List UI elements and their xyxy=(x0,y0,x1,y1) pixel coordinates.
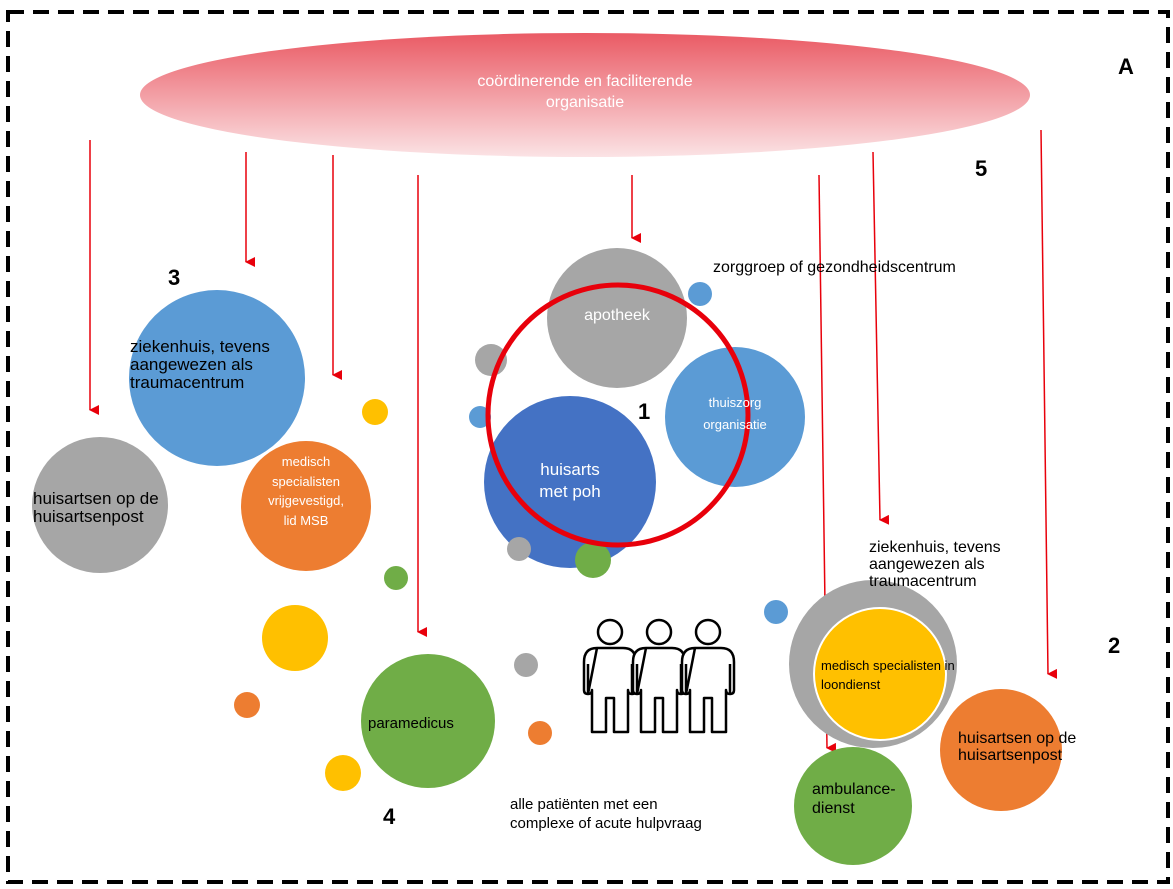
arrow-to-hospital-right xyxy=(872,151,890,525)
number-4: 4 xyxy=(383,804,396,829)
paramedic-circle xyxy=(361,654,495,788)
hospital-right-line1: ziekenhuis, tevens xyxy=(869,539,1001,556)
home-care-circle xyxy=(665,347,805,487)
gp-post-right-circle xyxy=(940,689,1062,811)
coordinating-org-line2: organisatie xyxy=(545,93,625,111)
gp-post-left-line2: huisartsenpost xyxy=(33,506,144,526)
ambulance-line1: ambulance- xyxy=(812,781,896,798)
gp-post-left-line1: huisartsen op de xyxy=(33,489,159,508)
specialists-independent-line4: lid MSB xyxy=(283,512,329,528)
home-care-label: thuiszorg organisatie xyxy=(675,396,795,431)
dashed-border xyxy=(6,10,1170,884)
hospital-left-label: ziekenhuis, tevens aangewezen als trauma… xyxy=(130,338,270,392)
gp-post-left-circle xyxy=(32,437,168,573)
hospital-left-line3: traumacentrum xyxy=(130,372,245,392)
home-care-line2: organisatie xyxy=(703,416,767,432)
ambulance-circle xyxy=(794,747,912,865)
hospital-right-label: ziekenhuis, tevens aangewezen als trauma… xyxy=(869,539,1001,590)
home-care-line1: thuiszorg xyxy=(708,395,762,410)
small-blue-dot xyxy=(764,600,788,624)
specialists-salaried-line1: medisch specialisten in xyxy=(821,658,955,673)
specialists-independent-line3: vrijgevestigd, xyxy=(268,493,344,508)
specialists-salaried-circle xyxy=(813,607,947,741)
small-orange-dot xyxy=(528,721,552,745)
patients-line2: complexe of acute hulpvraag xyxy=(510,814,702,832)
hospital-right-line3: traumacentrum xyxy=(869,572,977,590)
number-5: 5 xyxy=(975,156,988,181)
care-group-label: zorggroep of gezondheidscentrum xyxy=(713,259,956,276)
gp-post-right-line1: huisartsen op de xyxy=(958,730,1077,747)
small-orange-dot xyxy=(234,692,260,718)
small-green-dot xyxy=(384,566,408,590)
small-green-dot xyxy=(575,542,611,578)
number-2: 2 xyxy=(1108,633,1121,658)
gp-label: huisarts met poh xyxy=(510,461,630,501)
specialists-salaried-line2: loondienst xyxy=(821,676,881,692)
small-yellow-dot xyxy=(362,399,388,425)
coordinating-org-line1: coördinerende en faciliterende xyxy=(477,73,693,90)
specialists-independent-label: medisch specialisten vrijgevestigd, lid … xyxy=(246,452,366,530)
gp-circle xyxy=(484,396,656,568)
paramedic-label: paramedicus xyxy=(368,715,454,732)
small-grey-dot xyxy=(507,537,531,561)
patients-label: alle patiënten met een complexe of acute… xyxy=(510,796,702,834)
patients-line1: alle patiënten met een xyxy=(510,796,658,813)
gp-post-left-label: huisartsen op de huisartsenpost xyxy=(33,490,159,526)
care-group-ring xyxy=(485,282,751,548)
pharmacy-circle xyxy=(547,248,687,388)
gp-line2: met poh xyxy=(539,481,601,501)
coordinating-organisation-ellipse xyxy=(140,33,1030,157)
specialists-independent-line2: specialisten xyxy=(272,473,340,489)
patients-icon xyxy=(582,618,736,734)
coordinating-org-label: coördinerende en faciliterende organisat… xyxy=(385,73,785,112)
pharmacy-label: apotheek xyxy=(584,307,650,324)
hospital-right-line2: aangewezen als xyxy=(869,555,985,573)
gp-line1: huisarts xyxy=(540,460,600,479)
small-yellow-dot xyxy=(325,755,361,791)
small-blue-dot xyxy=(469,406,491,428)
gp-post-right-line2: huisartsenpost xyxy=(958,746,1063,764)
ambulance-line2: dienst xyxy=(812,800,855,818)
specialists-salaried-label: medisch specialisten in loondienst xyxy=(821,657,955,695)
number-3: 3 xyxy=(168,265,181,290)
small-blue-dot xyxy=(688,282,712,306)
number-1: 1 xyxy=(638,399,651,424)
hospital-left-circle xyxy=(129,290,305,466)
section-marker: A xyxy=(1118,54,1134,79)
hospital-left-line2: aangewezen als xyxy=(130,354,253,374)
small-grey-dot xyxy=(514,653,538,677)
specialists-independent-line1: medisch xyxy=(281,454,331,469)
gp-post-right-label: huisartsen op de huisartsenpost xyxy=(958,730,1077,765)
specialists-independent-circle xyxy=(241,441,371,571)
small-yellow-dot xyxy=(262,605,328,671)
hospital-left-line1: ziekenhuis, tevens xyxy=(130,337,270,356)
ambulance-label: ambulance- dienst xyxy=(812,780,896,818)
arrow-to-gp-post-right xyxy=(1040,129,1058,679)
